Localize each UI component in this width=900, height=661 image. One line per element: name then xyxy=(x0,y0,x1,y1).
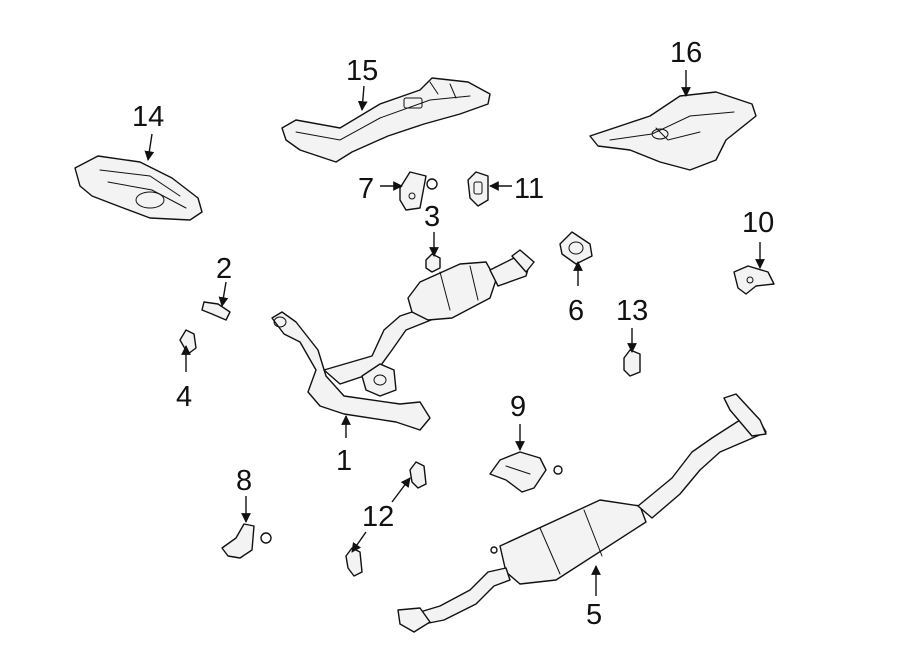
callout-16: 16 xyxy=(670,37,702,69)
callout-12: 12 xyxy=(362,501,394,533)
callout-13: 13 xyxy=(616,295,648,327)
callout-11: 11 xyxy=(514,173,544,205)
callout-8: 8 xyxy=(236,465,252,497)
leader-14 xyxy=(144,133,155,161)
callout-4: 4 xyxy=(176,381,192,413)
callout-3: 3 xyxy=(424,201,440,233)
bolt-2 xyxy=(201,301,231,321)
callout-10: 10 xyxy=(742,207,774,239)
hanger-bracket-7 xyxy=(399,171,438,211)
callout-15: 15 xyxy=(346,55,378,87)
hanger-8 xyxy=(221,523,272,559)
catalytic-converter xyxy=(407,249,535,321)
insulator-13 xyxy=(623,349,641,377)
callout-7: 7 xyxy=(358,173,374,205)
callout-5: 5 xyxy=(586,599,602,631)
heat-shield-15 xyxy=(281,77,491,163)
muffler-5 xyxy=(397,393,767,633)
nut-4 xyxy=(179,329,197,355)
leader-12b xyxy=(351,531,367,553)
insulator-12-upper xyxy=(409,461,427,489)
bracket-10 xyxy=(733,265,775,295)
heat-shield-14 xyxy=(74,155,203,221)
heat-shield-16 xyxy=(589,91,757,171)
callout-6: 6 xyxy=(568,295,584,327)
leader-15 xyxy=(357,85,368,111)
nut-3 xyxy=(425,253,441,273)
callout-2: 2 xyxy=(216,253,232,285)
insulator-11 xyxy=(467,171,489,207)
y-pipe-1 xyxy=(271,305,437,431)
insulator-12-lower xyxy=(345,547,363,577)
callout-1: 1 xyxy=(336,445,352,477)
gasket-6 xyxy=(559,231,593,265)
callout-9: 9 xyxy=(510,391,526,423)
bracket-9 xyxy=(489,451,563,493)
leader-2 xyxy=(218,281,229,307)
callout-14: 14 xyxy=(132,101,164,133)
leader-12a xyxy=(391,477,411,503)
